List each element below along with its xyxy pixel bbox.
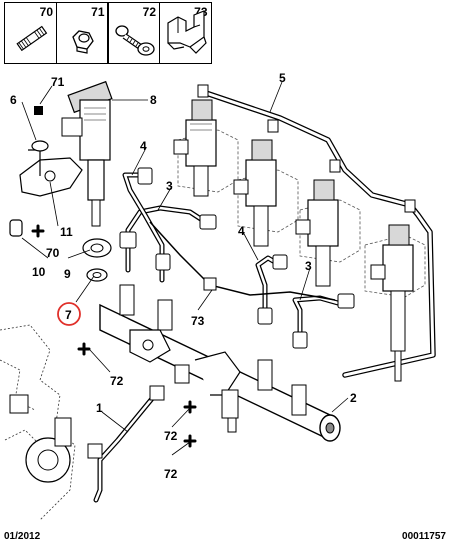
callout-73: 73 <box>191 314 205 328</box>
removed-injector <box>61 80 113 227</box>
callout-7: 7 <box>65 308 72 322</box>
injector-3 <box>295 179 339 287</box>
common-rail <box>99 284 341 442</box>
legend-cell-72: 72 <box>107 2 160 64</box>
feed-pipe <box>93 392 158 503</box>
callout-3a: 3 <box>166 179 173 193</box>
clamp-bracket <box>19 149 83 197</box>
callout-1: 1 <box>96 401 103 415</box>
callout-72a: 72 <box>110 374 124 388</box>
callout-10: 10 <box>32 265 46 279</box>
return-line <box>197 84 436 378</box>
leak-off-line <box>149 221 336 301</box>
clip-icon <box>166 10 207 54</box>
callout-72c: 72 <box>164 467 178 481</box>
legend-cell-73: 73 <box>158 2 212 64</box>
sleeve <box>9 219 23 237</box>
washer <box>31 140 49 152</box>
injector-1 <box>173 99 217 197</box>
callout-4b: 4 <box>238 224 245 238</box>
highlight-ring <box>57 302 81 326</box>
callout-8: 8 <box>150 93 157 107</box>
callout-11: 11 <box>60 225 73 239</box>
bolt-washer-icon <box>115 25 155 56</box>
footer-reference: 00011757 <box>402 531 446 542</box>
stud-icon <box>16 25 48 52</box>
pipe-clip <box>203 277 217 291</box>
callout-72b: 72 <box>164 429 178 443</box>
callout-5: 5 <box>279 71 286 85</box>
callout-70: 70 <box>46 246 60 260</box>
parts-legend: 70 71 72 73 <box>4 2 212 64</box>
injector-2 <box>233 139 277 247</box>
callout-6: 6 <box>10 93 17 107</box>
injector-4 <box>370 224 414 382</box>
footer-date: 01/2012 <box>4 531 41 542</box>
legend-number: 70 <box>39 5 53 19</box>
nut-black <box>34 106 43 115</box>
nut-icon <box>71 30 94 54</box>
legend-cell-71: 71 <box>55 2 109 64</box>
callout-4a: 4 <box>140 139 147 153</box>
callout-2: 2 <box>350 391 357 405</box>
callout-9: 9 <box>64 267 71 281</box>
hp-pump <box>9 394 72 483</box>
callout-71: 71 <box>51 75 65 89</box>
torque-markers <box>31 224 197 448</box>
legend-number: 71 <box>91 5 105 19</box>
leader-lines <box>21 81 349 456</box>
legend-cell-70: 70 <box>4 2 57 64</box>
injector-bank <box>173 99 414 382</box>
legend-number: 72 <box>142 5 156 19</box>
callout-3b: 3 <box>305 259 312 273</box>
pipe-nuts <box>119 167 355 349</box>
